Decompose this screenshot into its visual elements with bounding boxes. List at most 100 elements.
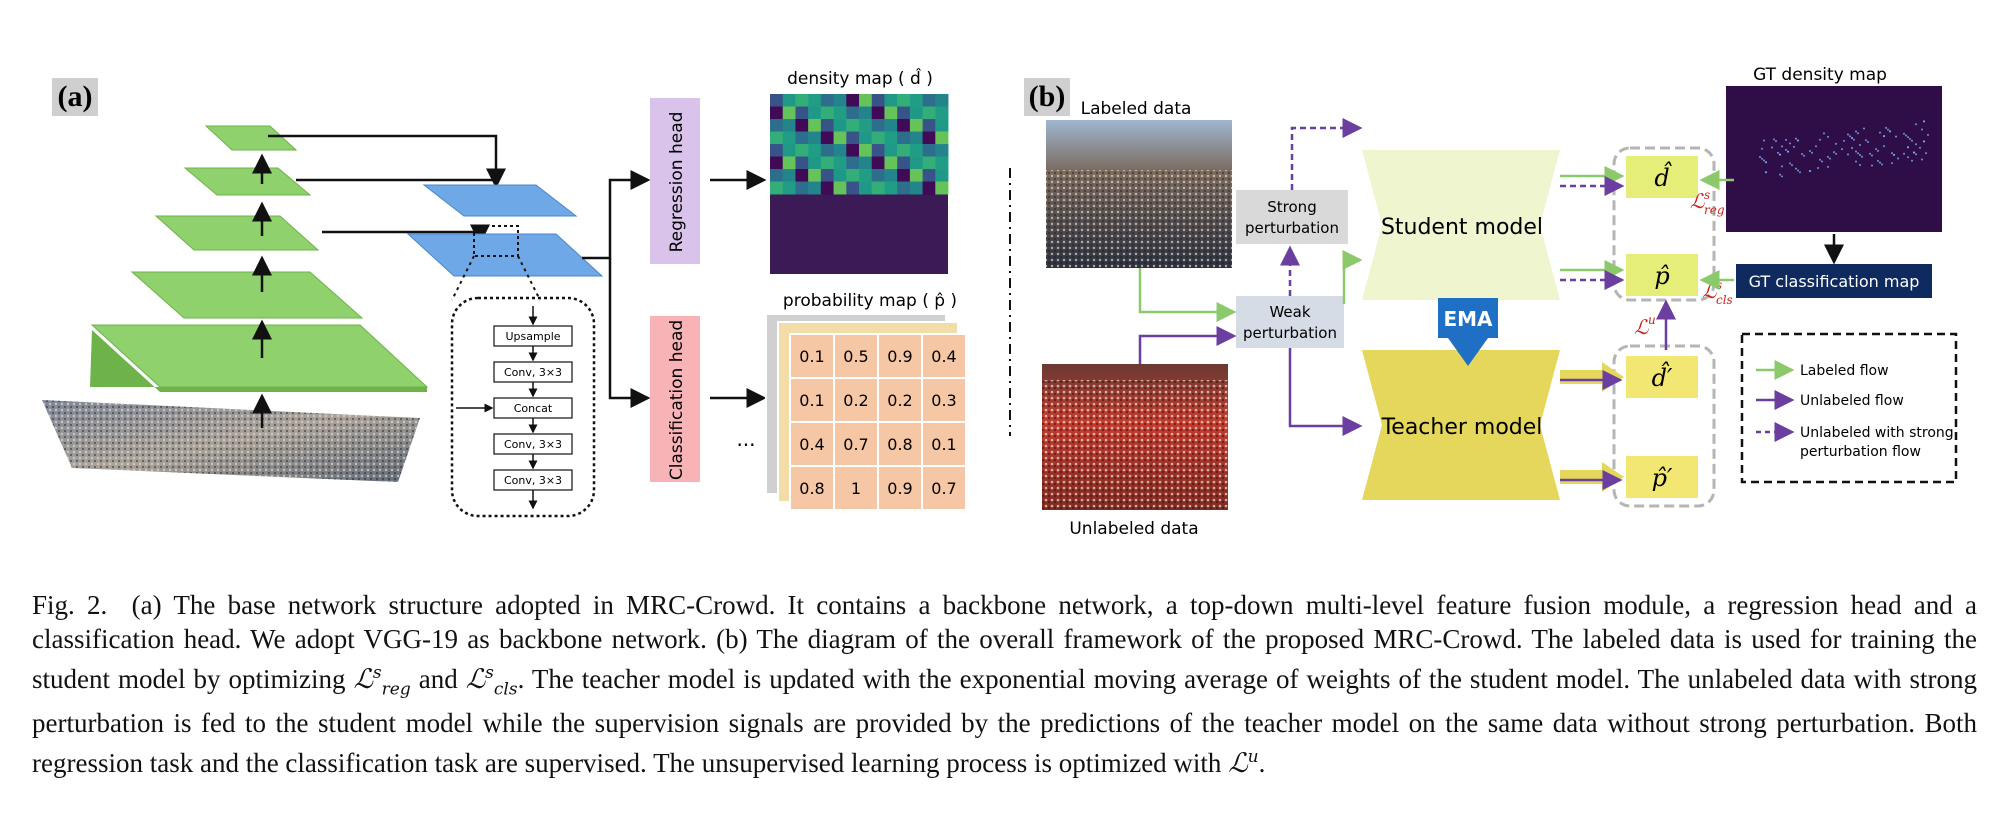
strong-perturbation-line1: Strong <box>1267 198 1316 216</box>
probability-cell-value: 0.7 <box>843 435 868 454</box>
input-crowd-image <box>42 400 420 482</box>
strong-perturbation-line2: perturbation <box>1245 219 1339 237</box>
teacher-output-arrows <box>1560 362 1624 492</box>
probability-cell-value: 0.5 <box>843 347 868 366</box>
panel-a-label-bg <box>52 78 98 116</box>
unlabeled-data-label: Unlabeled data <box>1069 519 1198 539</box>
density-map-title: density map ( d̂ ) <box>787 68 933 89</box>
gt-density-map-title: GT density map <box>1753 65 1887 85</box>
probability-cell-value: 0.1 <box>799 347 824 366</box>
teacher-output-group <box>1612 344 1716 508</box>
probability-cell <box>833 465 879 511</box>
caption-part-1: Fig. 2. (a) The base network structure a… <box>32 590 1977 694</box>
loss-cls: ℒ s cls <box>1702 278 1733 307</box>
caption-end: . <box>1258 748 1266 779</box>
weak-perturbation-line1: Weak <box>1269 303 1310 321</box>
caption-and: and <box>418 664 458 694</box>
output-p-hat <box>1626 254 1698 296</box>
caption-loss-cls: ℒscls <box>465 663 518 700</box>
probability-cell <box>921 465 967 511</box>
output-p-hat-prime-label: p̂′ <box>1652 464 1673 492</box>
output-p-hat-label: p̂ <box>1654 262 1669 290</box>
classification-head-box <box>650 316 700 482</box>
probability-cell-value: 0.9 <box>887 479 912 498</box>
output-p-hat-prime <box>1626 456 1698 498</box>
unlabeled-data-image <box>1042 364 1228 510</box>
svg-text:ℒ: ℒ <box>1634 315 1649 339</box>
labeled-data-label: Labeled data <box>1081 99 1192 119</box>
probability-cell <box>877 465 923 511</box>
output-d-hat-label: d̂ <box>1654 161 1672 192</box>
ema-label: EMA <box>1443 307 1493 331</box>
labeled-data-image <box>1046 120 1232 268</box>
probability-map-title: probability map ( p̂ ) <box>783 291 957 311</box>
strong-perturbation-box <box>1236 190 1348 244</box>
legend-unlabeled-flow: Unlabeled flow <box>1800 393 1904 409</box>
output-d-hat <box>1626 156 1698 198</box>
probability-cell-value: 0.1 <box>799 391 824 410</box>
output-d-hat-prime <box>1626 356 1698 398</box>
labeled-to-weak-flow <box>1138 268 1237 322</box>
head-branch-arrows <box>582 170 767 408</box>
weak-perturbation-line2: perturbation <box>1243 324 1337 342</box>
probability-cell-value: 0.3 <box>931 391 956 410</box>
panel-b-label-bg <box>1024 78 1070 116</box>
unlabeled-to-weak-flow <box>1138 326 1237 364</box>
decoder-op-label: Concat <box>514 402 553 415</box>
caption-loss-reg: ℒsreg <box>353 663 411 700</box>
student-model-label: Student model <box>1381 215 1543 240</box>
probability-cell-value: 0.8 <box>887 435 912 454</box>
probability-cell <box>833 421 879 467</box>
probability-cell-value: 0.4 <box>799 435 824 454</box>
teacher-model-label: Teacher model <box>1381 415 1543 440</box>
panel-b-label: (b) <box>1029 80 1066 113</box>
density-map-cells <box>770 94 949 195</box>
figure-caption: Fig. 2. (a) The base network structure a… <box>32 588 1977 781</box>
strong-to-student-flow <box>1290 118 1363 190</box>
svg-text:s: s <box>1704 188 1710 202</box>
weak-to-teacher-flow <box>1288 348 1363 436</box>
gt-density-dots <box>1759 120 1929 178</box>
probability-cell-value: 0.2 <box>887 391 912 410</box>
weak-perturbation-box <box>1236 296 1344 348</box>
svg-text:cls: cls <box>1716 293 1733 307</box>
probability-cell <box>921 333 967 379</box>
ellipsis: ... <box>736 427 755 451</box>
loss-u: ℒ u <box>1634 313 1656 339</box>
svg-text:u: u <box>1648 313 1656 327</box>
decoder-op-label: Conv, 3×3 <box>504 438 562 451</box>
student-model-shape <box>1362 150 1560 300</box>
zoom-lines <box>451 255 541 301</box>
probability-cell-value: 0.4 <box>931 347 956 366</box>
decoder-detail-box <box>450 296 596 518</box>
probability-cell-value: 0.8 <box>799 479 824 498</box>
svg-text:reg: reg <box>1704 203 1725 217</box>
decoder-op-label: Conv, 3×3 <box>504 366 562 379</box>
classification-head-label: Classification head <box>667 320 687 480</box>
probability-cell-value: 0.2 <box>843 391 868 410</box>
backbone-pyramid <box>90 125 429 392</box>
svg-text:ℒ: ℒ <box>1702 279 1717 303</box>
probability-cell-value: 1 <box>851 479 861 498</box>
probability-cell-value: 0.7 <box>931 479 956 498</box>
ema-arrow <box>1438 298 1498 366</box>
student-output-arrows <box>1560 166 1625 290</box>
gt-density-map <box>1726 86 1942 232</box>
decoder-op-label: Upsample <box>505 330 560 343</box>
probability-cell <box>789 465 835 511</box>
caption-part-2: . The teacher model is updated with the … <box>32 664 1978 779</box>
caption-loss-u: ℒu <box>1228 747 1259 780</box>
probability-cell <box>921 377 967 423</box>
weak-to-student-flow <box>1342 250 1363 304</box>
svg-text:ℒ: ℒ <box>1690 189 1705 213</box>
loss-reg: ℒ s reg <box>1690 188 1725 217</box>
decoder-op-label: Conv, 3×3 <box>504 474 562 487</box>
gt-classification-map-label: GT classification map <box>1749 272 1920 291</box>
probability-cell <box>877 333 923 379</box>
teacher-model-shape <box>1362 350 1560 500</box>
decoder-feature-maps <box>406 184 604 277</box>
legend-labeled-flow: Labeled flow <box>1800 363 1889 379</box>
